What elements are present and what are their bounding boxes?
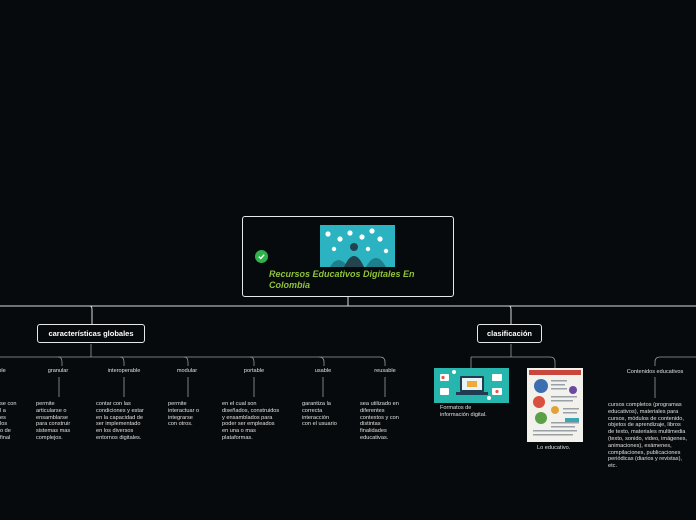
central-topic-image	[320, 225, 395, 267]
characteristic-description: sea utilizado en diferentes contextos y …	[360, 401, 399, 441]
characteristic-label[interactable]: interoperable	[107, 368, 141, 374]
classification-caption: Lo educativo.	[537, 445, 571, 451]
classification-caption: Formatos de información digital.	[440, 405, 487, 418]
characteristic-label[interactable]: ble	[0, 368, 6, 374]
central-topic[interactable]: Recursos Educativos Digitales En Colombi…	[242, 216, 454, 297]
central-topic-title: Recursos Educativos Digitales En Colombi…	[269, 269, 415, 290]
branch-caracteristicas-globales[interactable]: características globales	[37, 324, 145, 343]
characteristic-label[interactable]: modular	[176, 368, 198, 374]
branch-clasificacion[interactable]: clasificación	[477, 324, 542, 343]
characteristic-description: se con l a es los o de final	[0, 401, 17, 441]
characteristic-description: contar con las condiciones y estar en la…	[96, 401, 144, 441]
characteristic-description: permite articularse o ensamblarse para c…	[36, 401, 71, 441]
characteristic-description: permite interactuar o integrarse con otr…	[168, 401, 200, 428]
characteristic-label[interactable]: reusable	[374, 368, 396, 374]
check-circle-icon	[255, 250, 268, 263]
educational-contents-label[interactable]: Contenidos educativos	[626, 369, 684, 375]
characteristic-label[interactable]: granular	[47, 368, 69, 374]
characteristic-description: en el cual son diseñados, construidos y …	[222, 401, 280, 441]
branch-label: características globales	[48, 329, 134, 338]
educational-infographic-image[interactable]	[527, 368, 583, 442]
branch-label: clasificación	[486, 329, 533, 338]
characteristic-label[interactable]: usable	[314, 368, 332, 374]
characteristic-label[interactable]: portable	[243, 368, 265, 374]
digital-formats-image[interactable]	[434, 368, 509, 403]
characteristic-description: garantiza la correcta interacción con el…	[302, 401, 337, 428]
educational-contents-description: cursos completos (programas educativos),…	[608, 402, 687, 470]
